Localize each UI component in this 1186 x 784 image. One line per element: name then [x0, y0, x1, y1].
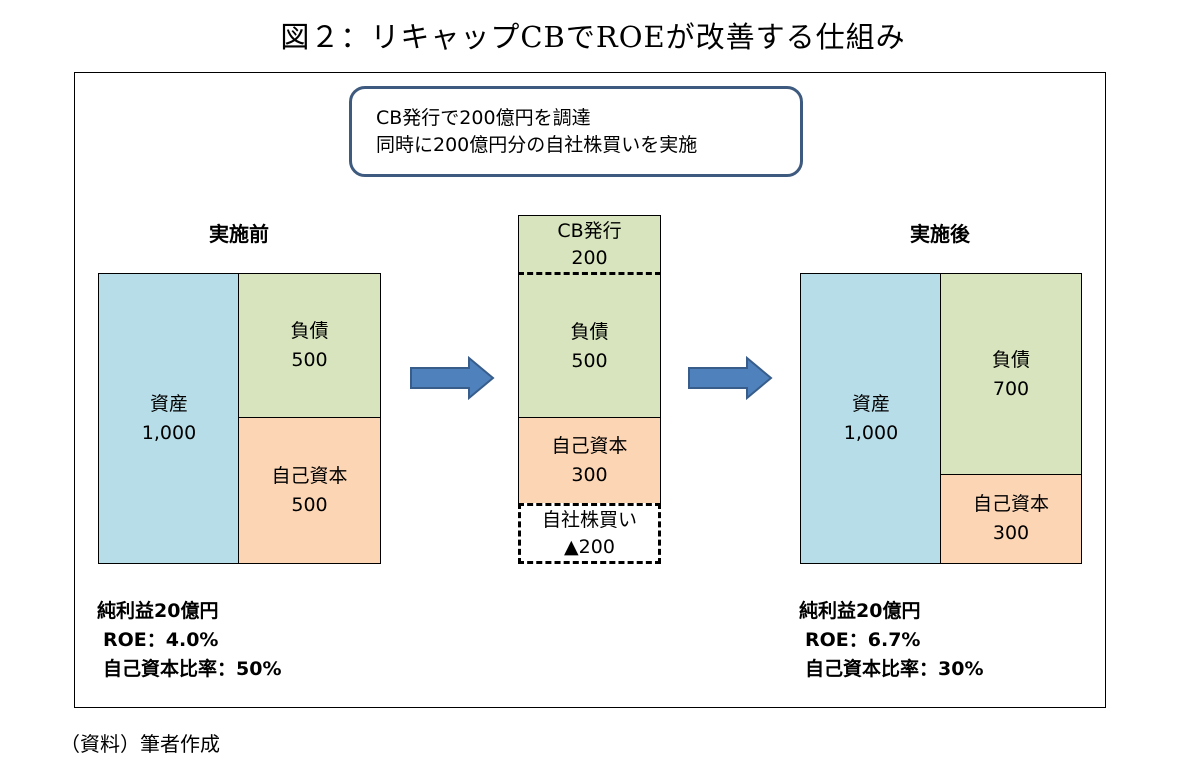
before-liability-box: 負債 500	[238, 273, 381, 419]
before-metrics: 純利益20億円 ROE：4.0% 自己資本比率：50%	[97, 597, 281, 684]
source-note: （資料）筆者作成	[60, 732, 220, 756]
after-equity-ratio: 自己資本比率：30%	[805, 658, 984, 680]
before-asset-value: 1,000	[141, 421, 197, 444]
after-asset-value: 1,000	[843, 421, 899, 444]
before-heading: 実施前	[209, 222, 269, 246]
note-line-2: 同時に200億円分の自社株買いを実施	[376, 134, 698, 156]
after-equity-value: 300	[992, 522, 1030, 544]
before-asset-label: 資産	[149, 392, 188, 415]
buyback-value: ▲200	[564, 535, 615, 558]
diagram-frame	[74, 72, 1106, 708]
cb-issue-label: CB発行	[557, 220, 622, 242]
after-asset-label: 資産	[851, 392, 890, 415]
explanation-note: CB発行で200億円を調達 同時に200億円分の自社株買いを実施	[349, 86, 803, 177]
buyback-label: 自社株買い	[541, 508, 637, 531]
after-metrics: 純利益20億円 ROE：6.7% 自己資本比率：30%	[799, 597, 983, 684]
before-net-income: 純利益20億円	[97, 600, 219, 622]
middle-liability-box: 負債 500	[518, 272, 661, 419]
middle-liability-label: 負債	[570, 320, 609, 343]
before-equity-ratio: 自己資本比率：50%	[103, 658, 282, 680]
before-roe: ROE：4.0%	[103, 629, 219, 651]
middle-equity-box: 自己資本 300	[518, 417, 661, 505]
after-net-income: 純利益20億円	[799, 600, 921, 622]
after-liability-value: 700	[992, 377, 1030, 400]
before-equity-value: 500	[291, 493, 328, 516]
note-line-1: CB発行で200億円を調達	[376, 107, 591, 129]
buyback-box: 自社株買い ▲200	[518, 503, 661, 564]
after-equity-label: 自己資本	[972, 493, 1049, 515]
after-asset-box: 資産 1,000	[800, 273, 942, 564]
middle-equity-label: 自己資本	[551, 435, 628, 457]
after-equity-box: 自己資本 300	[940, 474, 1082, 564]
right-arrow-icon	[688, 355, 773, 401]
right-arrow-icon	[410, 355, 495, 401]
before-liability-label: 負債	[290, 320, 329, 342]
after-roe: ROE：6.7%	[805, 629, 921, 651]
middle-liability-value: 500	[571, 349, 608, 372]
after-liability-label: 負債	[991, 348, 1030, 371]
after-liability-box: 負債 700	[940, 273, 1082, 476]
middle-equity-value: 300	[571, 464, 608, 486]
before-equity-box: 自己資本 500	[238, 417, 381, 564]
before-asset-box: 資産 1,000	[98, 273, 240, 564]
diagram-title: 図２：リキャップCBでROEが改善する仕組み	[280, 20, 906, 54]
before-liability-value: 500	[291, 349, 328, 371]
before-equity-label: 自己資本	[271, 464, 348, 487]
after-heading: 実施後	[910, 222, 970, 246]
cb-issue-box: CB発行 200	[518, 215, 661, 275]
cb-issue-value: 200	[571, 247, 608, 269]
